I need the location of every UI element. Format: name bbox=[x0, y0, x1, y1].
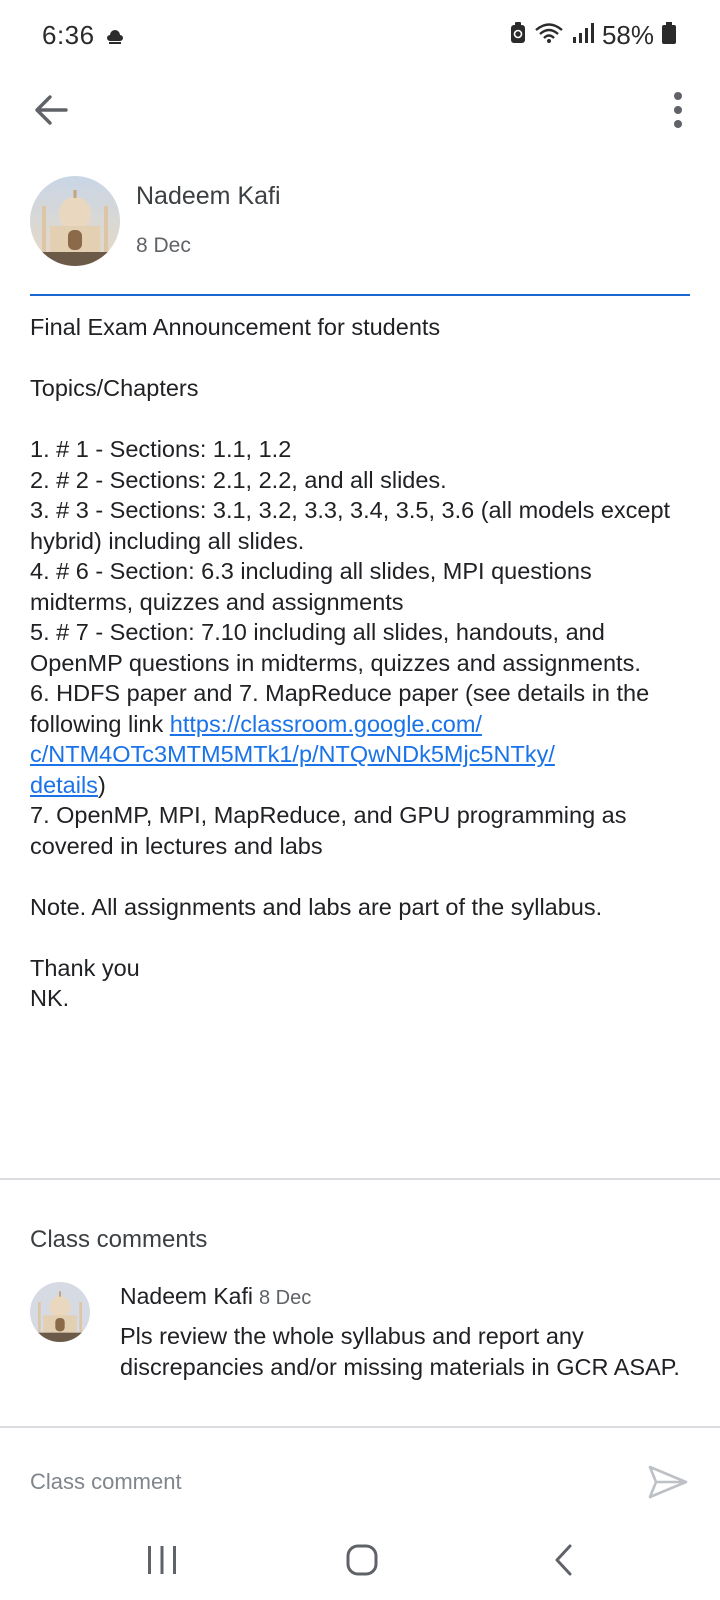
topic-item-1: 1. # 1 - Sections: 1.1, 1.2 bbox=[30, 436, 292, 462]
post-title-line: Final Exam Announcement for students bbox=[30, 314, 441, 340]
sync-icon bbox=[510, 22, 526, 49]
more-options-button[interactable] bbox=[666, 88, 690, 132]
recent-apps-button[interactable] bbox=[145, 1542, 179, 1578]
syllabus-note: Note. All assignments and labs are part … bbox=[30, 893, 603, 920]
signature: NK. bbox=[30, 985, 70, 1011]
wifi-icon bbox=[534, 22, 564, 49]
home-button[interactable] bbox=[344, 1542, 380, 1578]
post-author: Nadeem Kafi bbox=[136, 182, 281, 210]
send-icon bbox=[646, 1465, 690, 1506]
avatar[interactable] bbox=[30, 176, 120, 266]
status-bar: 6:36 58% bbox=[0, 0, 720, 78]
chevron-left-icon bbox=[552, 1544, 576, 1582]
comment-author-name: Nadeem Kafi bbox=[120, 1283, 253, 1309]
recent-apps-icon bbox=[145, 1546, 179, 1582]
cloud-icon bbox=[106, 30, 124, 49]
status-time: 6:36 bbox=[42, 20, 95, 50]
battery-icon bbox=[662, 22, 676, 49]
send-button[interactable] bbox=[646, 1462, 690, 1502]
comments-title: Class comments bbox=[30, 1226, 208, 1253]
comment-date: 8 Dec bbox=[258, 1287, 312, 1309]
topic-item-6-close: ) bbox=[97, 771, 106, 798]
back-button[interactable] bbox=[30, 88, 74, 132]
arrow-left-icon bbox=[30, 95, 74, 136]
more-vert-icon bbox=[666, 92, 690, 136]
topic-item-2: 2. # 2 - Sections: 2.1, 2.2, and all sli… bbox=[30, 466, 447, 493]
topic-item-3: 3. # 3 - Sections: 3.1, 3.2, 3.3, 3.4, 3… bbox=[30, 497, 671, 554]
app-bar bbox=[0, 78, 720, 142]
topic-item-6: 6. HDFS paper and 7. MapReduce paper (se… bbox=[30, 678, 700, 800]
divider bbox=[0, 1178, 720, 1180]
status-indicators: 58% bbox=[510, 20, 676, 51]
classroom-link[interactable]: https://classroom.google.com/c/NTM4OTc3M… bbox=[30, 710, 555, 798]
nav-back-button[interactable] bbox=[552, 1542, 576, 1578]
system-nav-bar bbox=[0, 1520, 720, 1600]
topics-heading: Topics/Chapters bbox=[30, 375, 199, 401]
comment-avatar[interactable] bbox=[30, 1282, 90, 1342]
topic-item-4: 4. # 6 - Section: 6.3 including all slid… bbox=[30, 558, 592, 615]
comment-text: Pls review the whole syllabus and report… bbox=[120, 1323, 680, 1380]
topic-item-6-text: 6. HDFS paper and 7. MapReduce paper (se… bbox=[30, 680, 650, 737]
signal-icon bbox=[572, 22, 594, 49]
divider bbox=[0, 1426, 720, 1428]
topic-item-7: 7. OpenMP, MPI, MapReduce, and GPU progr… bbox=[30, 802, 627, 859]
battery-percent: 58% bbox=[601, 20, 654, 50]
class-comment-input[interactable] bbox=[30, 1462, 590, 1502]
topic-item-5: 5. # 7 - Section: 7.10 including all sli… bbox=[30, 619, 641, 676]
post-body: Final Exam Announcement for students Top… bbox=[30, 312, 700, 1014]
closing-thanks: Thank you bbox=[30, 954, 140, 981]
home-icon bbox=[344, 1544, 380, 1582]
post-date: 8 Dec bbox=[136, 234, 191, 257]
post-header: Nadeem Kafi 8 Dec bbox=[30, 176, 690, 296]
